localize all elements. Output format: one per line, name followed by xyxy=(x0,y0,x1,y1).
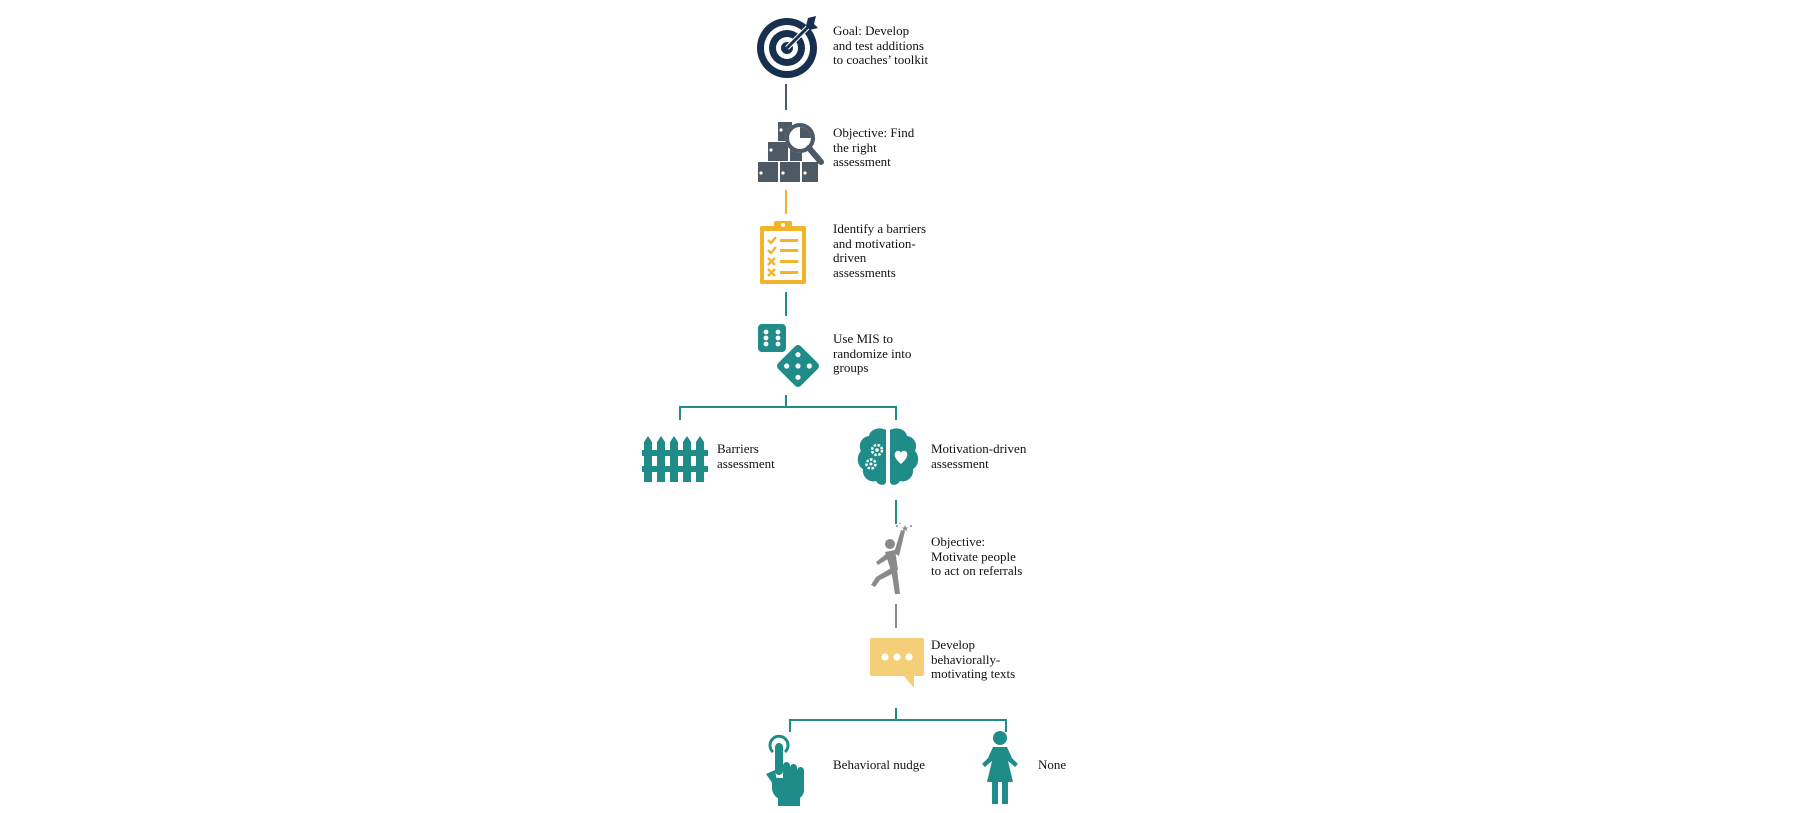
develop-label: Develop behaviorally- motivating texts xyxy=(931,637,1016,681)
objective-motivate-label: Objective: Motivate people to act on ref… xyxy=(931,534,1023,578)
target-icon xyxy=(757,16,818,78)
checklist-clipboard-icon xyxy=(760,221,806,284)
reaching-person-icon xyxy=(871,522,912,594)
none-label: None xyxy=(1038,757,1067,772)
dice-icon xyxy=(758,324,819,387)
standing-woman-icon xyxy=(982,731,1018,804)
nudge-label: Behavioral nudge xyxy=(833,757,926,772)
objective-assessment-label: Objective: Find the right assessment xyxy=(833,125,915,169)
boxes-magnifier-icon xyxy=(758,122,824,182)
fence-icon xyxy=(642,436,708,482)
randomize-label: Use MIS to randomize into groups xyxy=(833,331,912,375)
tapping-hand-icon xyxy=(766,734,804,806)
goal-label: Goal: Develop and test additions to coac… xyxy=(833,23,929,67)
brain-icon xyxy=(857,428,919,485)
motivation-label: Motivation-driven assessment xyxy=(931,441,1027,471)
identify-label: Identify a barriers and motivation- driv… xyxy=(833,221,927,280)
barriers-label: Barriers assessment xyxy=(717,441,775,471)
speech-bubble-icon xyxy=(870,638,924,688)
